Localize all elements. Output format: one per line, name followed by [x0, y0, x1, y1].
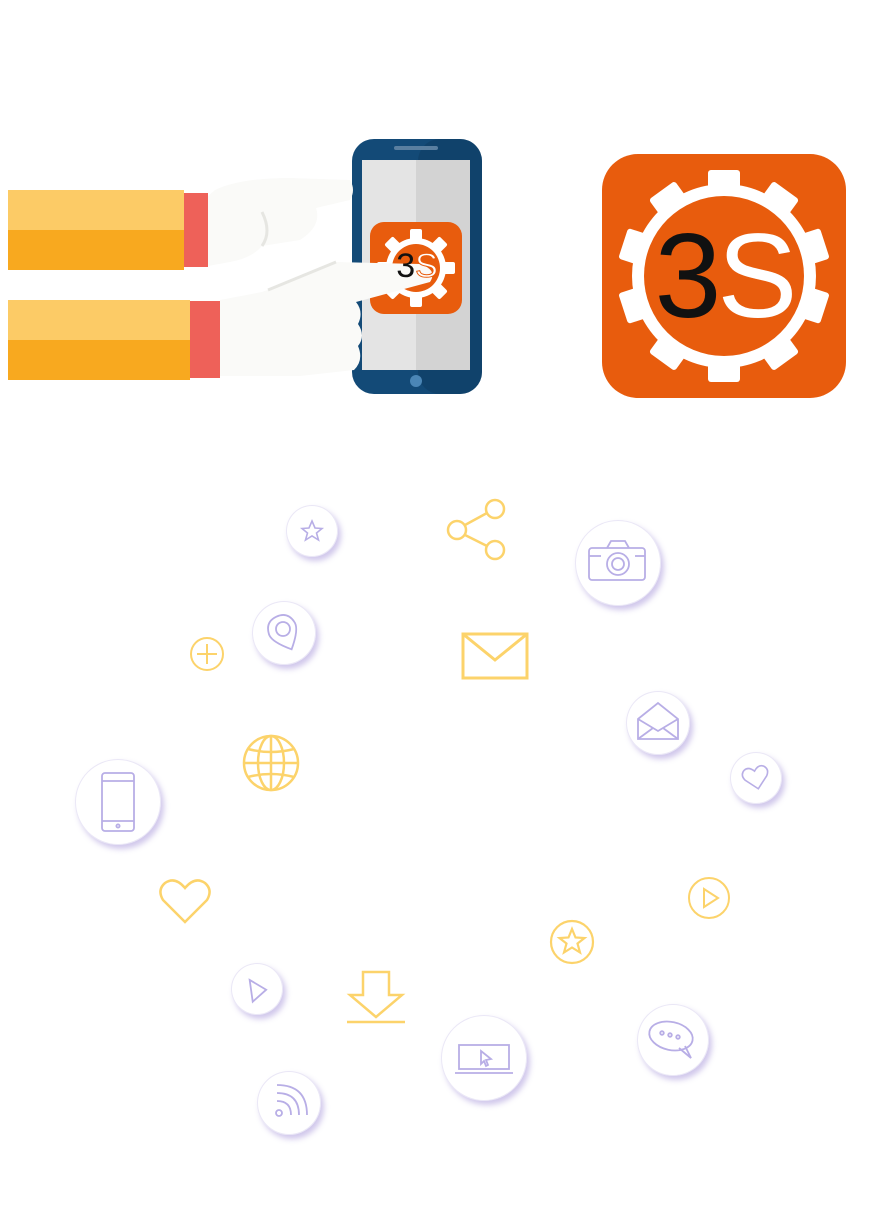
location-bubble	[252, 601, 316, 665]
lower-hand	[220, 262, 433, 376]
app-logo	[602, 154, 846, 398]
mobile-icon	[101, 772, 135, 832]
upper-sleeve	[8, 190, 184, 230]
phone-logo-letter: S	[415, 247, 439, 286]
logo-digit: 3	[654, 209, 722, 343]
hands-phone-illustration	[8, 139, 482, 394]
logo-text: 3S	[602, 206, 846, 346]
rss-bubble	[257, 1071, 321, 1135]
laptop-bubble	[441, 1015, 527, 1101]
chat-bubble	[637, 1004, 709, 1076]
logo-letter: S	[717, 209, 797, 343]
play-icon	[248, 978, 268, 1004]
download-icon	[346, 970, 406, 1024]
gear-icon	[619, 170, 829, 382]
plus-icon	[190, 637, 224, 671]
upper-cuff	[184, 193, 208, 267]
globe-icon	[242, 734, 300, 792]
play-bubble	[231, 963, 283, 1015]
camera-bubble	[575, 520, 661, 606]
chat-icon	[648, 1020, 694, 1059]
mobile-bubble	[75, 759, 161, 845]
lower-sleeve	[8, 300, 190, 340]
open-envelope-bubble	[626, 691, 690, 755]
lower-sleeve-shade	[8, 340, 190, 380]
star-bubble	[286, 505, 338, 557]
star-icon	[299, 518, 325, 542]
lower-cuff	[190, 301, 220, 378]
camera-icon	[588, 540, 646, 581]
mail-icon	[461, 632, 529, 680]
share-icon	[446, 498, 506, 561]
phone-logo-text: 3S	[390, 244, 444, 288]
star-circle-icon	[549, 919, 595, 965]
open-envelope-icon	[637, 701, 679, 740]
heart-outline-icon	[159, 879, 211, 924]
heart-bubble	[730, 752, 782, 804]
rss-icon	[275, 1084, 308, 1117]
laptop-icon	[455, 1044, 513, 1074]
location-pin-icon	[267, 614, 298, 651]
upper-hand	[208, 178, 353, 266]
heart-icon	[741, 764, 769, 790]
phone-logo-digit: 3	[396, 247, 416, 285]
play-circle-icon	[688, 877, 730, 919]
upper-sleeve-shade	[8, 230, 184, 270]
